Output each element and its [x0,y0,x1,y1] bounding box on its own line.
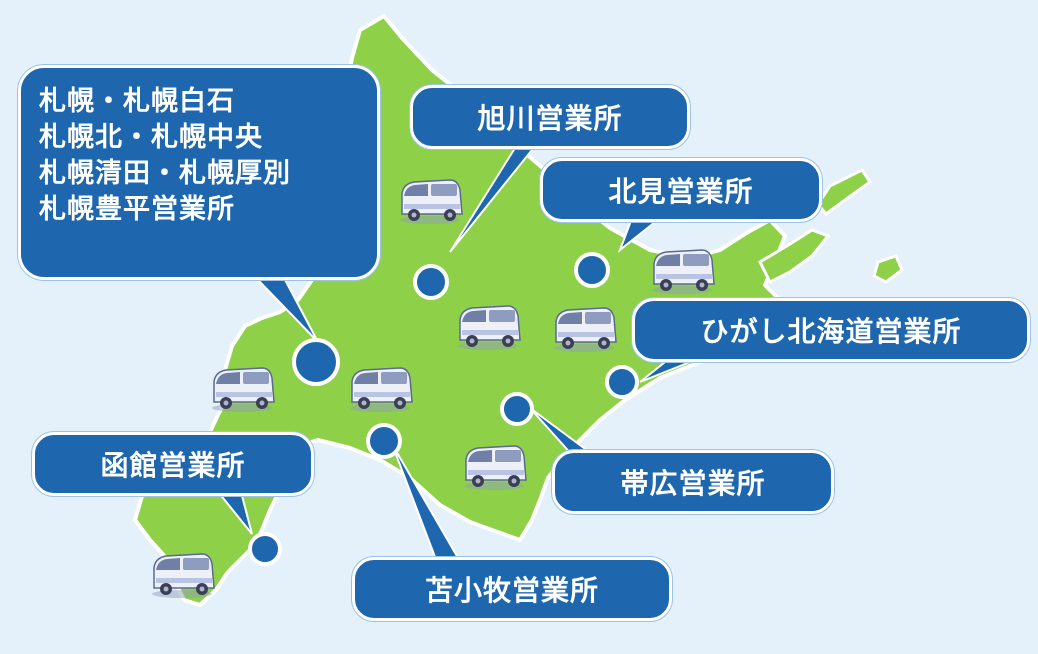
delivery-van-icon [349,367,413,413]
callout-hakodate[interactable]: 函館営業所 [32,432,314,496]
delivery-van-icon [651,249,715,295]
callout-sapporo-line-4: 札幌豊平営業所 [39,194,235,225]
kuril-islands [758,168,904,285]
callout-asahikawa[interactable]: 旭川営業所 [410,85,690,149]
callout-sapporo[interactable]: 札幌・札幌白石 札幌北・札幌中央 札幌清田・札幌厚別 札幌豊平営業所 [18,65,380,280]
land [133,14,792,607]
callout-kitami-label: 北見営業所 [608,175,754,208]
location-dot-icon [413,264,449,300]
callout-obihiro-label: 帯広営業所 [620,467,766,500]
location-dot-icon [292,338,340,386]
callout-higashi-hokkaido[interactable]: ひがし北海道営業所 [632,298,1030,362]
callout-obihiro[interactable]: 帯広営業所 [552,450,834,514]
delivery-van-icon [211,367,275,413]
callout-tomakomai-label: 苫小牧営業所 [424,574,599,607]
location-dot-icon [248,532,282,566]
callout-higashi-label: ひがし北海道営業所 [700,315,962,348]
callout-sapporo-line-2: 札幌北・札幌中央 [39,122,263,153]
location-dot-icon [574,252,610,288]
location-dot-icon [500,392,534,426]
callout-kitami[interactable]: 北見営業所 [540,158,822,222]
office-markers [248,252,639,566]
location-dot-icon [366,423,402,459]
delivery-van-icon [151,553,215,599]
delivery-van-icon [399,179,463,225]
delivery-van-icon [457,305,521,351]
callout-tomakomai[interactable]: 苫小牧営業所 [352,557,672,621]
callout-hakodate-label: 函館営業所 [100,449,246,482]
callout-asahikawa-label: 旭川営業所 [477,102,623,135]
delivery-van-icon [463,445,527,491]
delivery-van-icon [553,307,617,353]
callout-sapporo-line-1: 札幌・札幌白石 [39,86,235,117]
location-dot-icon [605,365,639,399]
callout-sapporo-line-3: 札幌清田・札幌厚別 [39,158,291,189]
